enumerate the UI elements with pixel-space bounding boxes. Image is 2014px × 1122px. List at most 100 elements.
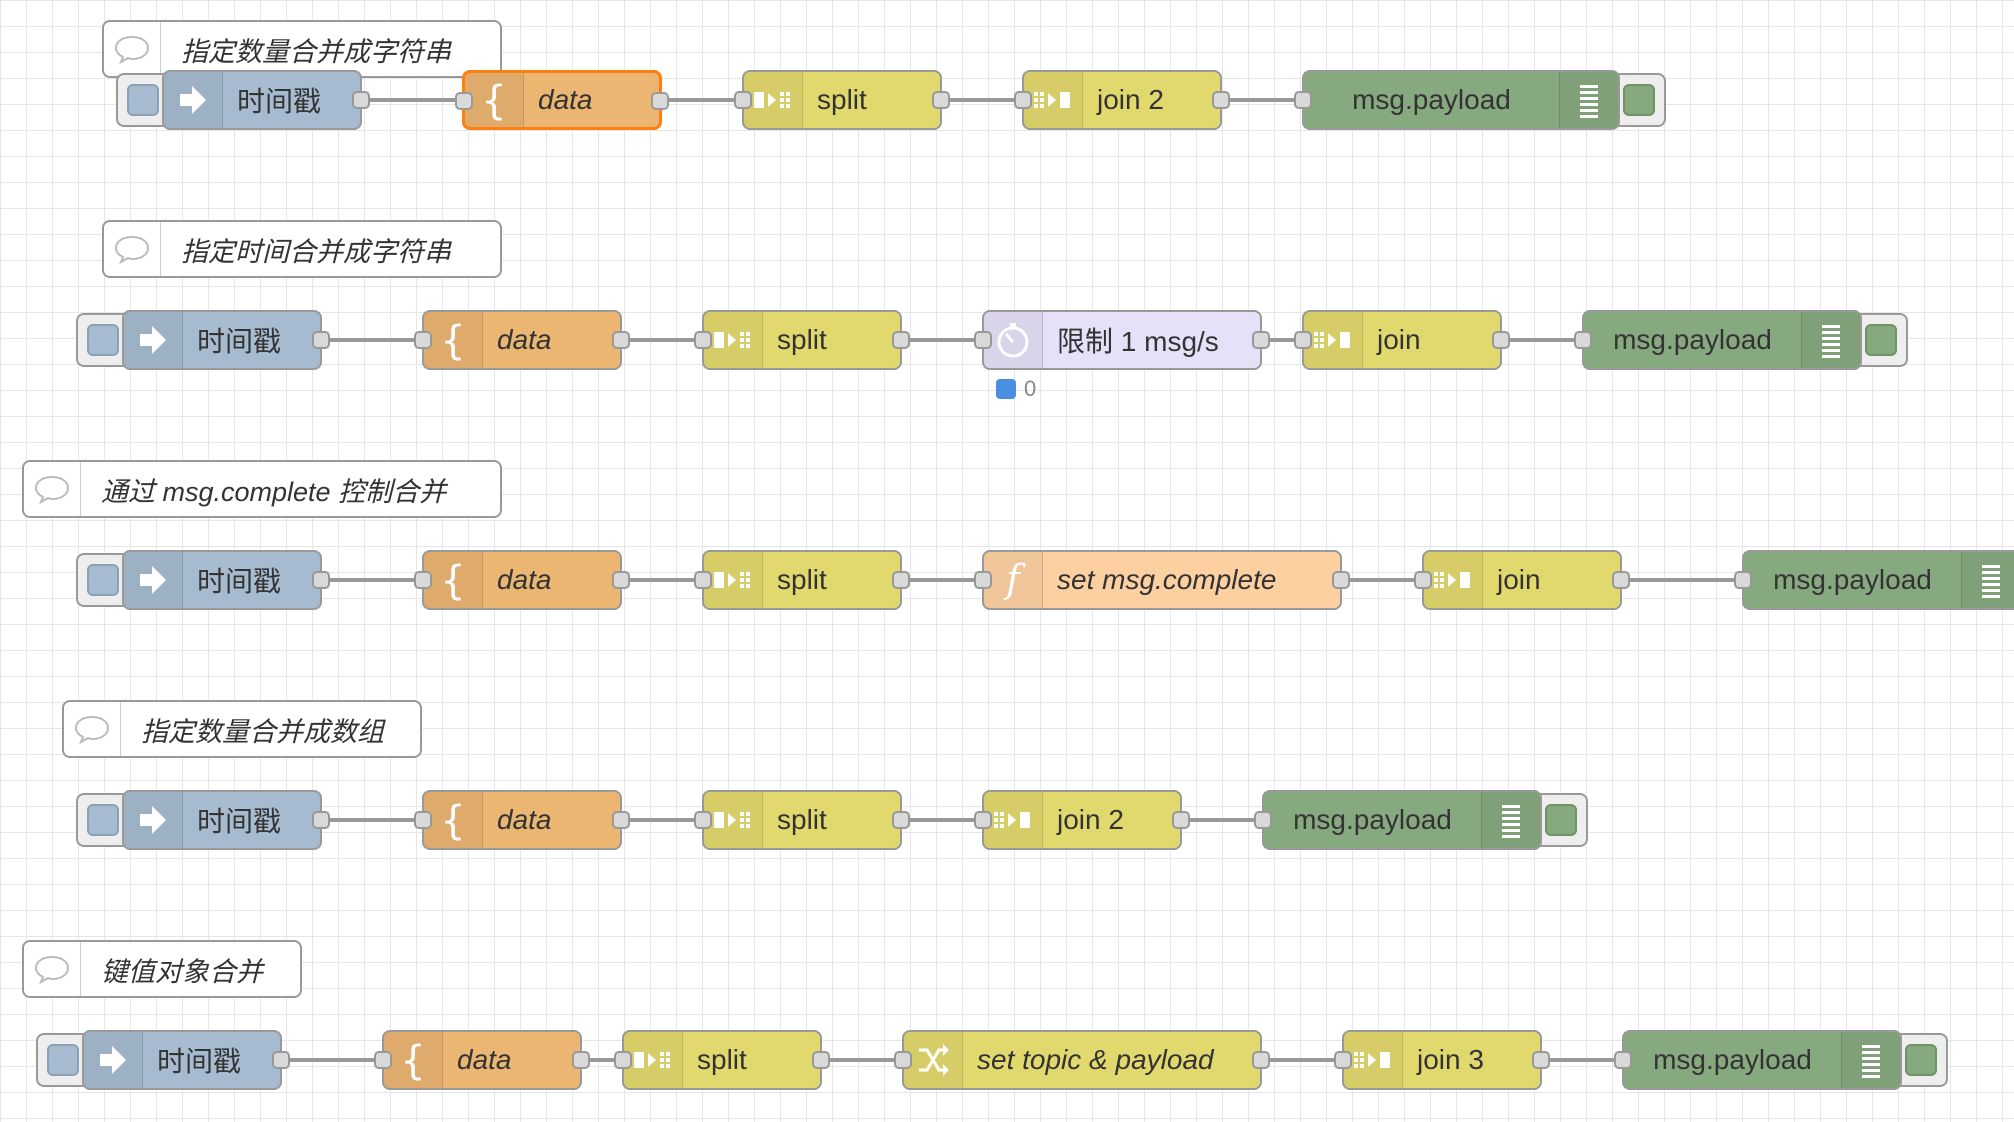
node-label: msg.payload — [1352, 84, 1511, 115]
output-port[interactable] — [1532, 1051, 1550, 1069]
template-node[interactable]: {data — [414, 790, 630, 850]
split-node[interactable]: split — [734, 70, 950, 130]
inject-node[interactable]: 时间戳 — [122, 790, 330, 850]
template-node[interactable]: {data — [414, 310, 630, 370]
output-port[interactable] — [1492, 331, 1510, 349]
split-node[interactable]: split — [694, 550, 910, 610]
output-port[interactable] — [892, 571, 910, 589]
input-port[interactable] — [694, 571, 712, 589]
output-port[interactable] — [312, 331, 330, 349]
comment-text: 指定数量合并成字符串 — [181, 36, 451, 67]
comment-icon — [24, 462, 81, 516]
input-port[interactable] — [374, 1051, 392, 1069]
input-port[interactable] — [1614, 1051, 1632, 1069]
template-node[interactable]: {data — [455, 70, 669, 130]
input-port[interactable] — [614, 1051, 632, 1069]
input-port[interactable] — [694, 331, 712, 349]
debug-node[interactable]: msg.payload — [1614, 1030, 1902, 1090]
output-port[interactable] — [312, 571, 330, 589]
template-node[interactable]: {data — [414, 550, 630, 610]
debug-node[interactable]: msg.payload — [1294, 70, 1620, 130]
output-port[interactable] — [612, 811, 630, 829]
join-node[interactable]: join 3 — [1334, 1030, 1550, 1090]
input-port[interactable] — [1334, 1051, 1352, 1069]
inject-trigger-button[interactable] — [116, 73, 168, 127]
join-node[interactable]: join 2 — [974, 790, 1190, 850]
output-port[interactable] — [612, 331, 630, 349]
node-label: data — [457, 1044, 512, 1075]
inject-node[interactable]: 时间戳 — [122, 310, 330, 370]
debug-node[interactable]: msg.payload — [1734, 550, 2014, 610]
debug-toggle-button[interactable] — [1536, 793, 1588, 847]
output-port[interactable] — [1252, 1051, 1270, 1069]
inject-trigger-button[interactable] — [76, 553, 128, 607]
template-node[interactable]: {data — [374, 1030, 590, 1090]
input-port[interactable] — [974, 571, 992, 589]
output-port[interactable] — [312, 811, 330, 829]
join-node[interactable]: join — [1414, 550, 1630, 610]
comment-node[interactable]: 键值对象合并 — [22, 940, 302, 998]
join-node[interactable]: join — [1294, 310, 1510, 370]
delay-node[interactable]: 限制 1 msg/s — [974, 310, 1270, 370]
input-port[interactable] — [894, 1051, 912, 1069]
comment-node[interactable]: 指定数量合并成字符串 — [102, 20, 502, 78]
input-port[interactable] — [1574, 331, 1592, 349]
output-port[interactable] — [612, 571, 630, 589]
output-port[interactable] — [572, 1051, 590, 1069]
input-port[interactable] — [1294, 91, 1312, 109]
output-port[interactable] — [1612, 571, 1630, 589]
inject-trigger-button[interactable] — [36, 1033, 88, 1087]
debug-node[interactable]: msg.payload — [1254, 790, 1542, 850]
output-port[interactable] — [1332, 571, 1350, 589]
split-node[interactable]: split — [694, 310, 910, 370]
node-label: 时间戳 — [157, 1046, 242, 1077]
inject-trigger-button[interactable] — [76, 793, 128, 847]
output-port[interactable] — [1212, 91, 1230, 109]
output-port[interactable] — [1252, 331, 1270, 349]
input-port[interactable] — [694, 811, 712, 829]
output-port[interactable] — [932, 91, 950, 109]
input-port[interactable] — [974, 331, 992, 349]
output-port[interactable] — [651, 92, 669, 110]
output-port[interactable] — [812, 1051, 830, 1069]
inject-node[interactable]: 时间戳 — [162, 70, 370, 130]
input-port[interactable] — [1294, 331, 1312, 349]
input-port[interactable] — [1734, 571, 1752, 589]
change-node[interactable]: set topic & payload — [894, 1030, 1270, 1090]
debug-toggle-button[interactable] — [1614, 73, 1666, 127]
debug-toggle-button[interactable] — [1896, 1033, 1948, 1087]
output-port[interactable] — [352, 91, 370, 109]
output-port[interactable] — [1172, 811, 1190, 829]
input-port[interactable] — [414, 571, 432, 589]
output-port[interactable] — [892, 331, 910, 349]
input-port[interactable] — [1014, 91, 1032, 109]
join-node[interactable]: join 2 — [1014, 70, 1230, 130]
input-port[interactable] — [974, 811, 992, 829]
input-port[interactable] — [1414, 571, 1432, 589]
comment-text: 指定数量合并成数组 — [141, 716, 384, 747]
inject-node[interactable]: 时间戳 — [122, 550, 330, 610]
inject-trigger-button[interactable] — [76, 313, 128, 367]
input-port[interactable] — [414, 811, 432, 829]
debug-toggle-button[interactable] — [1856, 313, 1908, 367]
split-node[interactable]: split — [614, 1030, 830, 1090]
input-port[interactable] — [1254, 811, 1272, 829]
inject-node[interactable]: 时间戳 — [82, 1030, 290, 1090]
brace-icon: { — [424, 312, 483, 368]
input-port[interactable] — [414, 331, 432, 349]
comment-node[interactable]: 指定时间合并成字符串 — [102, 220, 502, 278]
node-label: msg.payload — [1613, 324, 1772, 355]
join-icon — [1304, 312, 1363, 368]
input-port[interactable] — [734, 91, 752, 109]
output-port[interactable] — [272, 1051, 290, 1069]
status-text: 0 — [1024, 376, 1037, 401]
comment-node[interactable]: 通过 msg.complete 控制合并 — [22, 460, 502, 518]
split-node[interactable]: split — [694, 790, 910, 850]
comment-node[interactable]: 指定数量合并成数组 — [62, 700, 422, 758]
debug-node[interactable]: msg.payload — [1574, 310, 1862, 370]
input-port[interactable] — [455, 92, 473, 110]
node-status: 0 — [996, 376, 1036, 402]
output-port[interactable] — [892, 811, 910, 829]
